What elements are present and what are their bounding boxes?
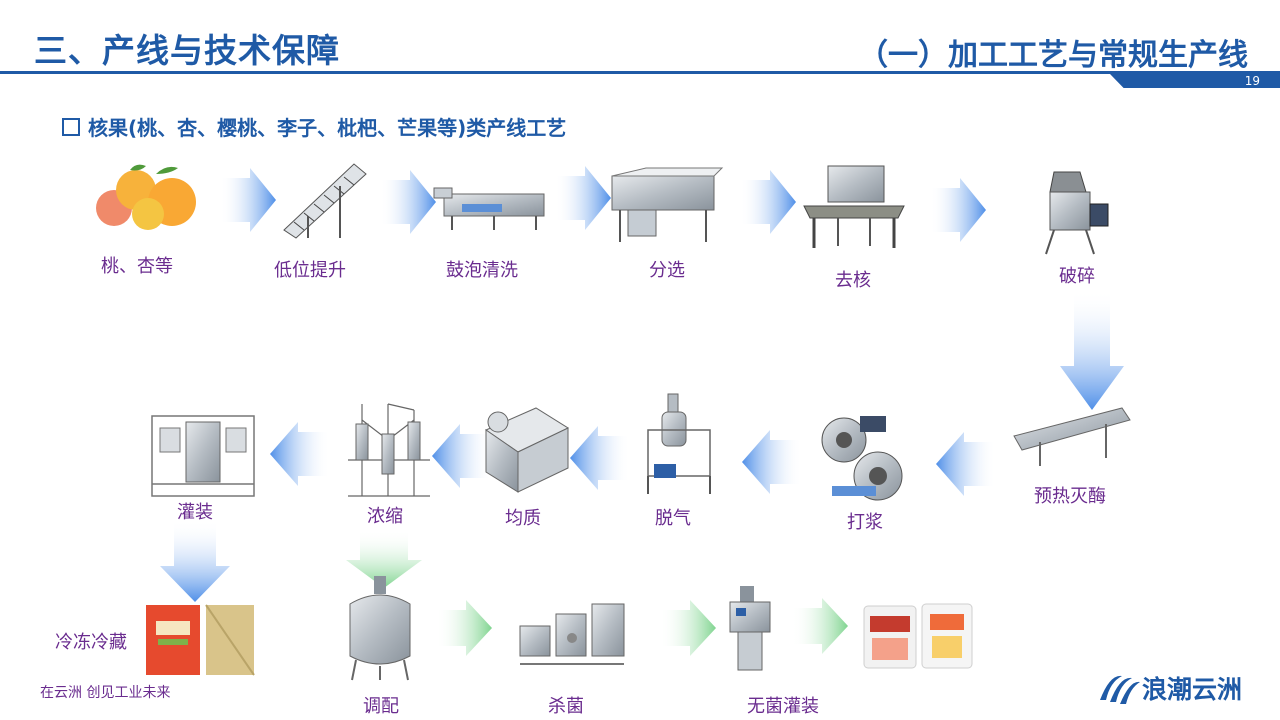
final-product-image <box>863 603 973 669</box>
peaches-image <box>96 164 196 230</box>
flow-arrow-down-icon <box>160 520 230 602</box>
step-label-sorting: 分选 <box>649 260 685 281</box>
flow-arrow-right-icon <box>930 178 986 242</box>
header-divider <box>0 71 1280 74</box>
flow-arrow-left-icon <box>936 432 996 496</box>
low-lifter-machine-image <box>283 163 367 239</box>
flow-arrow-right-green-icon <box>660 600 716 656</box>
step-label-pitting: 去核 <box>835 270 871 291</box>
checkbox-bullet-icon <box>62 118 80 136</box>
homogenizer-machine-image <box>484 407 570 493</box>
flow-arrow-down-icon <box>1060 290 1124 410</box>
step-label-fruit: 桃、杏等 <box>101 256 173 277</box>
sorting-machine-image <box>611 167 724 242</box>
deaerator-machine-image <box>647 393 711 494</box>
flow-arrow-down-green-icon <box>346 530 422 588</box>
step-label-bubble-wash: 鼓泡清洗 <box>446 260 518 281</box>
process-subtitle-text: 核果(桃、杏、樱桃、李子、枇杷、芒果等)类产线工艺 <box>88 116 567 140</box>
flow-arrow-right-icon <box>220 168 276 232</box>
bubble-washer-machine-image <box>433 187 545 230</box>
flow-arrow-right-icon <box>380 170 436 234</box>
footer-slogan: 在云洲 创见工业未来 <box>40 685 171 701</box>
step-label-crushing: 破碎 <box>1059 266 1095 287</box>
process-subtitle: 核果(桃、杏、樱桃、李子、枇杷、芒果等)类产线工艺 <box>62 112 566 141</box>
step-label-concentrate: 浓缩 <box>367 506 403 527</box>
pitting-machine-image <box>803 165 905 248</box>
preheat-enzyme-machine-image <box>1013 407 1131 466</box>
sterilizer-machine-image <box>519 603 625 665</box>
aseptic-filler-machine-image <box>729 586 771 671</box>
step-label-blending: 调配 <box>363 696 399 717</box>
blending-tank-image <box>349 576 411 681</box>
flow-arrow-left-icon <box>570 426 630 490</box>
filling-machine-image <box>151 415 255 497</box>
step-label-preheat: 预热灭酶 <box>1034 486 1106 507</box>
flow-arrow-right-icon <box>740 170 796 234</box>
flow-arrow-right-green-icon <box>436 600 492 656</box>
step-label-low-lift: 低位提升 <box>274 260 346 281</box>
step-label-deaeration: 脱气 <box>655 508 691 529</box>
frozen-product-image <box>146 604 255 676</box>
step-label-pulping: 打浆 <box>847 512 883 533</box>
page-title: 三、产线与技术保障 <box>34 31 340 70</box>
page-number: 19 <box>1244 74 1260 88</box>
flow-arrow-right-green-icon <box>792 598 848 654</box>
flow-arrow-left-icon <box>270 422 330 486</box>
pulper-machine-image <box>821 416 903 501</box>
page-number-bar <box>1110 74 1280 88</box>
step-label-homogenize: 均质 <box>505 508 541 529</box>
step-label-filling: 灌装 <box>177 502 213 523</box>
flow-arrow-left-icon <box>742 430 802 494</box>
step-label-frozen: 冷冻冷藏 <box>55 632 127 653</box>
evaporator-machine-image <box>348 403 430 497</box>
brand-logo-icon <box>1100 675 1140 704</box>
crusher-machine-image <box>1045 171 1109 255</box>
brand-name: 浪潮云洲 <box>1142 675 1243 704</box>
flow-arrow-right-icon <box>555 166 611 230</box>
flow-arrow-left-icon <box>432 424 492 488</box>
step-label-aseptic-fill: 无菌灌装 <box>747 696 819 717</box>
step-label-sterilize: 杀菌 <box>548 696 584 717</box>
section-title: （一）加工工艺与常规生产线 <box>858 38 1248 73</box>
